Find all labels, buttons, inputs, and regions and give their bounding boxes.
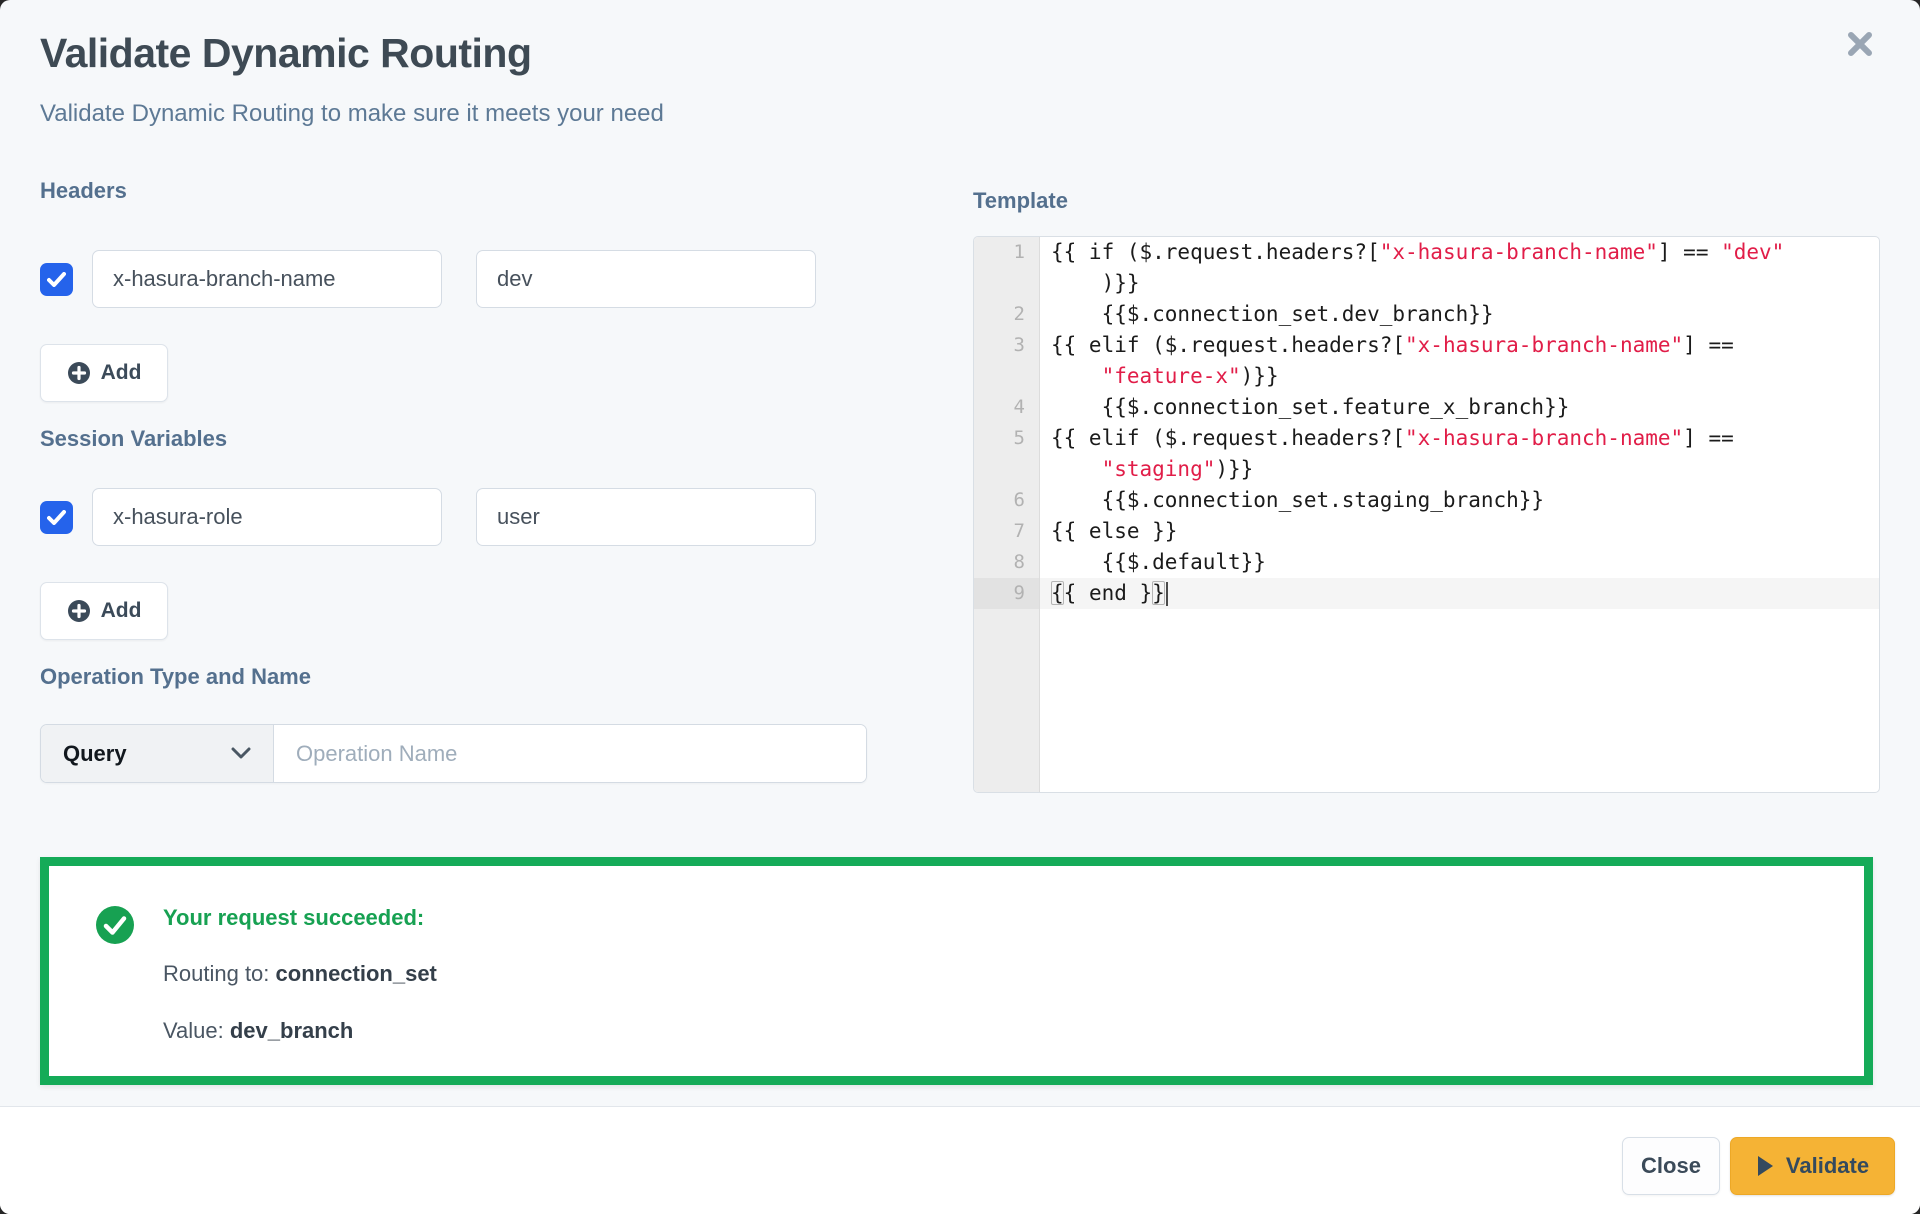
session-variable-row	[40, 488, 816, 546]
result-routing-line: Routing to: connection_set	[163, 961, 437, 986]
header-value-input[interactable]	[476, 250, 816, 308]
play-triangle-icon	[1757, 1156, 1773, 1176]
code-line: 7{{ else }}	[974, 516, 1879, 547]
header-row	[40, 250, 816, 308]
close-button[interactable]: Close	[1622, 1137, 1720, 1195]
result-value-line: Value: dev_branch	[163, 1018, 354, 1043]
validate-button[interactable]: Validate	[1730, 1137, 1895, 1195]
line-number: 9	[974, 578, 1040, 609]
line-number: 6	[974, 485, 1040, 516]
operation-type-select[interactable]: Query	[41, 725, 274, 782]
code-line: 8 {{$.default}}	[974, 547, 1879, 578]
add-header-label: Add	[100, 361, 142, 384]
code-line: )}}	[974, 268, 1879, 299]
code-line: 2 {{$.connection_set.dev_branch}}	[974, 299, 1879, 330]
add-header-button[interactable]: Add	[40, 344, 168, 402]
code-line: "feature-x")}}	[974, 361, 1879, 392]
line-number: 8	[974, 547, 1040, 578]
operation-section-label: Operation Type and Name	[40, 664, 311, 689]
code-line: 3{{ elif ($.request.headers?["x-hasura-b…	[974, 330, 1879, 361]
page-title: Validate Dynamic Routing	[40, 30, 532, 76]
code-line: 1{{ if ($.request.headers?["x-hasura-bra…	[974, 237, 1879, 268]
line-number	[974, 454, 1040, 485]
operation-type-selected-value: Query	[63, 740, 127, 766]
line-number: 4	[974, 392, 1040, 423]
session-variables-section-label: Session Variables	[40, 426, 228, 451]
code-line: 6 {{$.connection_set.staging_branch}}	[974, 485, 1879, 516]
check-circle-icon	[96, 906, 134, 944]
line-number: 1	[974, 237, 1040, 268]
add-session-variable-label: Add	[100, 599, 142, 622]
result-routing-value: connection_set	[275, 961, 437, 986]
validate-button-label: Validate	[1785, 1153, 1870, 1178]
code-line: "staging")}}	[974, 454, 1879, 485]
checkmark-icon	[47, 271, 66, 287]
result-status-text: Your request succeeded:	[163, 905, 425, 930]
operation-input-group: Query	[40, 724, 867, 783]
checkmark-icon	[47, 509, 66, 525]
text-cursor	[1165, 582, 1168, 606]
line-number: 2	[974, 299, 1040, 330]
session-variable-enabled-checkbox[interactable]	[40, 500, 73, 534]
plus-circle-icon	[67, 362, 90, 384]
operation-name-input[interactable]	[274, 725, 866, 782]
line-number: 3	[974, 330, 1040, 361]
chevron-down-icon	[231, 747, 251, 759]
close-icon[interactable]	[1838, 22, 1882, 66]
session-variable-value-input[interactable]	[476, 488, 816, 546]
template-code-editor[interactable]: 1{{ if ($.request.headers?["x-hasura-bra…	[973, 236, 1880, 793]
code-line: 9{{ end }}	[974, 578, 1879, 609]
template-section-label: Template	[973, 188, 1068, 213]
line-number: 7	[974, 516, 1040, 547]
code-editor-empty-area	[974, 609, 1879, 792]
headers-section-label: Headers	[40, 178, 127, 203]
line-number: 5	[974, 423, 1040, 454]
page-subtitle: Validate Dynamic Routing to make sure it…	[40, 100, 664, 127]
header-enabled-checkbox[interactable]	[40, 262, 73, 296]
add-session-variable-button[interactable]: Add	[40, 582, 168, 640]
code-line: 5{{ elif ($.request.headers?["x-hasura-b…	[974, 423, 1879, 454]
close-button-label: Close	[1641, 1153, 1701, 1178]
line-number	[974, 361, 1040, 392]
plus-circle-icon	[67, 600, 90, 622]
validation-result-box: Your request succeeded: Routing to: conn…	[40, 857, 1873, 1085]
line-number	[974, 268, 1040, 299]
session-variable-key-input[interactable]	[92, 488, 442, 546]
code-line: 4 {{$.connection_set.feature_x_branch}}	[974, 392, 1879, 423]
header-key-input[interactable]	[92, 250, 442, 308]
result-value-value: dev_branch	[229, 1018, 354, 1043]
modal-footer: Close Validate	[0, 1106, 1920, 1214]
